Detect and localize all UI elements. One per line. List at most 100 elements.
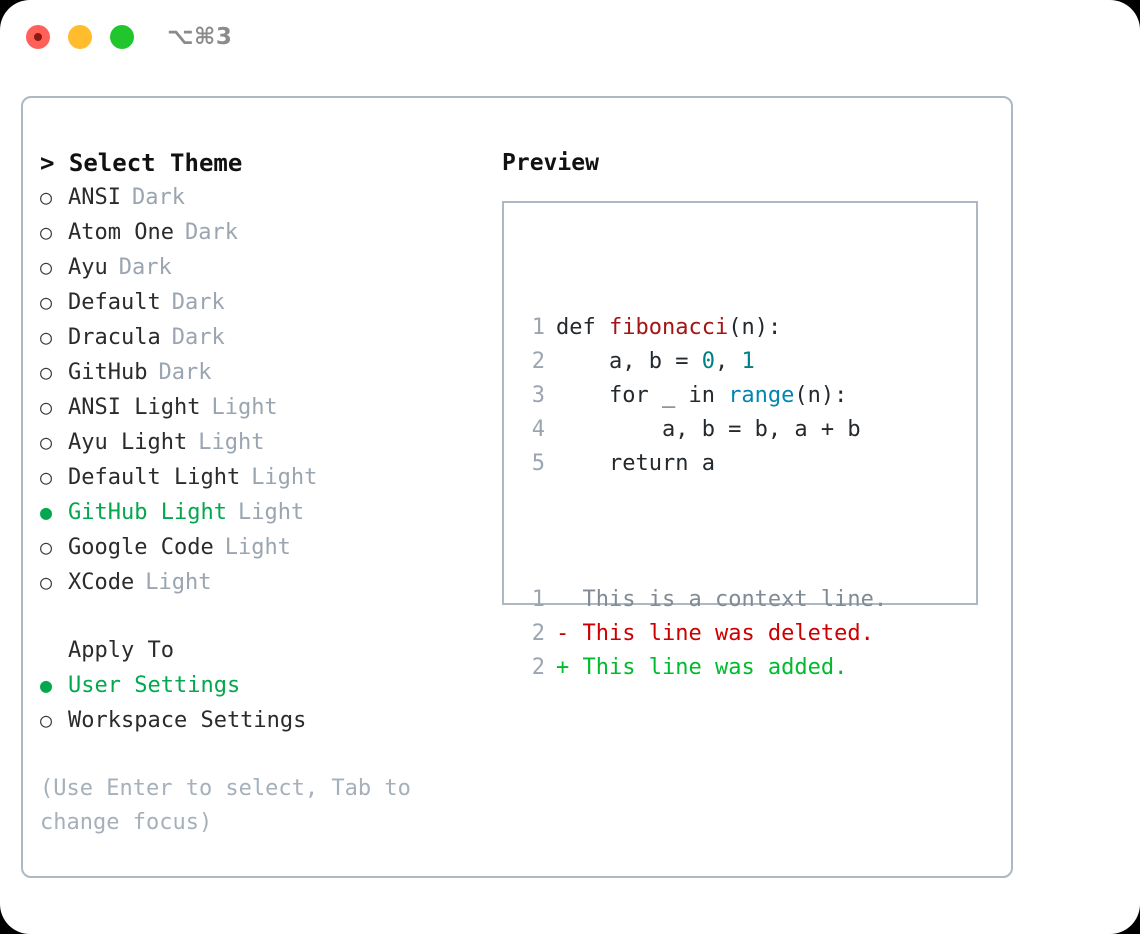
radio-unselected-icon: ○ (40, 220, 53, 244)
code-token-plain: return a (556, 451, 715, 476)
theme-option-ayu[interactable]: ○ Ayu Dark (40, 250, 490, 285)
radio-unselected-icon: ○ (40, 290, 53, 314)
theme-option-label: ANSI Light (68, 395, 201, 420)
theme-option-label: Ayu Light (68, 430, 188, 455)
apply-to-option-workspace-settings[interactable]: ○ Workspace Settings (40, 703, 490, 738)
line-number: 1 (531, 315, 545, 340)
apply-to-option-label: Workspace Settings (68, 708, 307, 733)
diff-line-add: 2 + This line was added. (523, 651, 887, 685)
apply-to-heading: Apply To (68, 638, 174, 663)
line-number: 1 (531, 587, 545, 612)
theme-option-xcode[interactable]: ○ XCode Light (40, 565, 490, 600)
theme-option-label: Atom One (68, 220, 174, 245)
theme-variant-badge: Dark (184, 220, 238, 245)
radio-unselected-icon: ○ (40, 360, 53, 384)
theme-variant-badge: Light (211, 395, 278, 420)
radio-unselected-icon: ○ (40, 255, 53, 279)
theme-option-label: Default (68, 290, 161, 315)
title-bar: ⌥⌘3 (0, 0, 1140, 78)
theme-variant-badge: Light (198, 430, 265, 455)
code-line: 4 a, b = b, a + b (523, 413, 887, 447)
code-token-plain: for _ in (556, 383, 729, 408)
apply-to-option-user-settings[interactable]: ●User Settings (40, 668, 490, 703)
theme-variant-badge: Light (224, 535, 291, 560)
line-number: 2 (531, 349, 545, 374)
radio-unselected-icon: ○ (40, 465, 53, 489)
diff-text: This is a context line. (582, 587, 888, 612)
radio-unselected-icon: ○ (40, 535, 53, 559)
radio-unselected-icon: ○ (40, 570, 53, 594)
theme-option-github[interactable]: ○ GitHub Dark (40, 355, 490, 390)
radio-unselected-icon: ○ (40, 708, 53, 732)
code-token-plain: a, b = (556, 349, 702, 374)
diff-lines: 1 This is a context line.2- This line wa… (523, 583, 887, 685)
line-number: 3 (531, 383, 545, 408)
line-number: 4 (531, 417, 545, 442)
diff-text: This line was deleted. (582, 621, 874, 646)
close-button[interactable] (26, 25, 50, 49)
theme-variant-badge: Dark (131, 185, 185, 210)
code-line: 1 def fibonacci(n): (523, 311, 887, 345)
theme-variant-badge: Dark (158, 360, 212, 385)
apply-to-option-label: User Settings (68, 673, 241, 698)
code-token-builtin: range (728, 383, 795, 408)
maximize-button[interactable] (110, 25, 134, 49)
code-token-plain: def (556, 315, 609, 340)
code-line: 5 return a (523, 447, 887, 481)
diff-sign: + (556, 655, 583, 680)
radio-unselected-icon: ○ (40, 395, 53, 419)
keyboard-shortcut-label: ⌥⌘3 (167, 24, 233, 50)
keyboard-hint-text: (Use Enter to select, Tab to change focu… (40, 776, 411, 835)
theme-option-label: Dracula (68, 325, 161, 350)
diff-line-ctx: 1 This is a context line. (523, 583, 887, 617)
code-line: 3 for _ in range(n): (523, 379, 887, 413)
code-token-plain: (n): (794, 383, 848, 408)
theme-option-github-light[interactable]: ● GitHub Light Light (40, 495, 490, 530)
diff-sign: - (556, 621, 583, 646)
theme-variant-badge: Light (251, 465, 318, 490)
code-line: 2 a, b = 0, 1 (523, 345, 887, 379)
theme-variant-badge: Light (145, 570, 212, 595)
radio-unselected-icon: ○ (40, 325, 53, 349)
theme-option-label: GitHub Light (68, 500, 227, 525)
code-token-fn: fibonacci (608, 315, 729, 340)
diff-sign (556, 587, 583, 612)
line-number: 5 (531, 451, 545, 476)
theme-option-label: Ayu (68, 255, 108, 280)
theme-variant-badge: Dark (118, 255, 172, 280)
theme-variant-badge: Dark (171, 325, 225, 350)
code-token-num: 1 (741, 349, 755, 374)
theme-option-ansi-light[interactable]: ○ ANSI Light Light (40, 390, 490, 425)
theme-option-default-light[interactable]: ○ Default Light Light (40, 460, 490, 495)
code-token-plain: (n): (728, 315, 782, 340)
theme-option-atom-one[interactable]: ○ Atom One Dark (40, 215, 490, 250)
minimize-button[interactable] (68, 25, 92, 49)
radio-selected-icon: ● (40, 500, 53, 524)
code-token-plain: , (714, 349, 742, 374)
radio-unselected-icon: ○ (40, 430, 53, 454)
theme-variant-badge: Dark (171, 290, 225, 315)
line-number: 2 (531, 621, 545, 646)
line-number: 2 (531, 655, 545, 680)
code-token-num: 0 (701, 349, 715, 374)
theme-option-label: GitHub (68, 360, 148, 385)
diff-text: This line was added. (582, 655, 848, 680)
theme-option-dracula[interactable]: ○ Dracula Dark (40, 320, 490, 355)
theme-option-label: Default Light (68, 465, 241, 490)
theme-option-ayu-light[interactable]: ○ Ayu Light Light (40, 425, 490, 460)
theme-option-label: XCode (68, 570, 135, 595)
preview-heading: Preview (502, 150, 599, 176)
diff-line-del: 2- This line was deleted. (523, 617, 887, 651)
theme-variant-badge: Light (237, 500, 305, 525)
spacer (40, 600, 490, 634)
theme-option-default[interactable]: ○ Default Dark (40, 285, 490, 320)
apply-to-list[interactable]: ●User Settings ○ Workspace Settings (40, 668, 490, 738)
